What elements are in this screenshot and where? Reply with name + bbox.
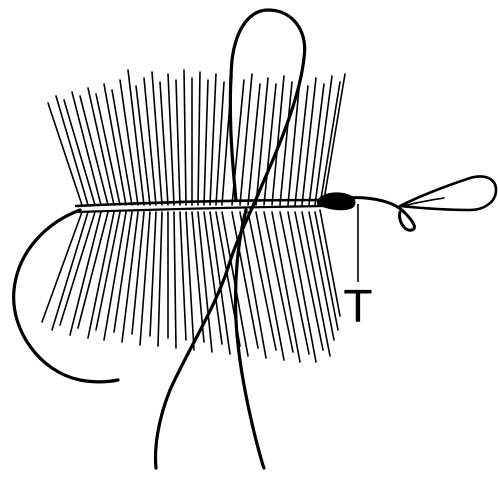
needle-and-knot <box>318 177 496 231</box>
thread-loop <box>156 10 305 468</box>
label-t: T <box>344 282 372 333</box>
upper-bristles <box>48 70 345 205</box>
lower-bristles <box>42 210 340 362</box>
